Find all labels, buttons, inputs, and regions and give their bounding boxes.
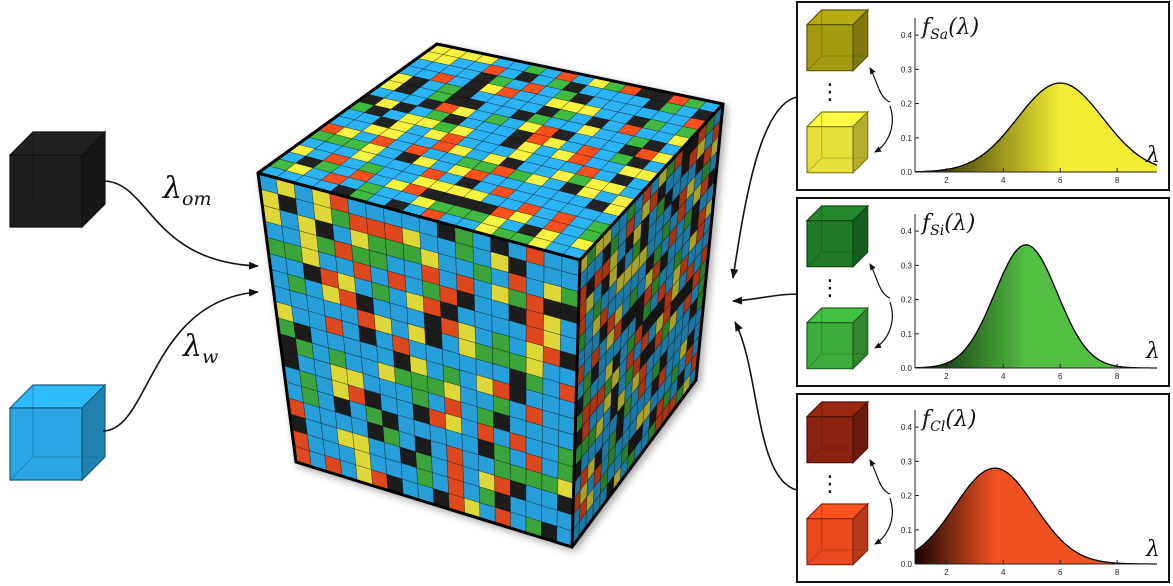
y-tick-label: 0.0 [901,168,913,177]
cube-edges [257,102,725,548]
density-area [915,83,1157,172]
y-tick-label: 0.3 [901,261,913,270]
silt-distribution-panel: ⋮ 0.0 0.1 0.2 0.3 0.4 2 4 6 8 fSi(λ) λ [796,197,1170,387]
y-tick-label: 0.4 [901,227,913,236]
panel-curved-arrow-bottom [874,301,893,349]
y-tick-label: 0.2 [901,492,913,501]
light-red-cube-icon [805,502,870,567]
x-tick-label: 2 [944,176,949,185]
panel-top-cube-edges [806,206,868,268]
cube-silhouette [256,42,725,549]
cube-front-face [257,172,581,548]
chart-title: fSi(λ) [920,211,975,239]
x-axis-label: λ [1145,143,1160,168]
y-tick-label: 0.2 [901,100,913,109]
light-yellow-cube-icon [805,110,870,175]
x-tick-label: 2 [944,372,949,381]
sand-density-chart: 0.0 0.1 0.2 0.3 0.4 2 4 6 8 [901,18,1158,185]
panel-curved-arrow-bottom [874,105,893,153]
y-tick-label: 0.0 [901,560,913,569]
y-tick-label: 0.3 [901,65,913,74]
x-tick-label: 6 [1058,372,1063,381]
panel-top-cube-edges [806,402,868,464]
x-tick-label: 8 [1115,176,1120,185]
chart-title: fCl(λ) [920,407,976,435]
x-axis-label: λ [1145,537,1160,562]
blue-cube-edges [9,385,106,481]
panel-bottom-cube-edges [806,504,868,566]
y-tick-label: 0.1 [901,330,913,339]
blue-cube-icon [8,383,107,482]
clay-arrow [734,321,798,491]
panel-bottom-cube-edges [806,112,868,174]
vertical-ellipsis: ⋮ [819,276,841,301]
panel-curved-arrow-top [869,459,891,495]
x-tick-label: 2 [944,568,949,577]
panel-curved-arrow-bottom [874,497,893,545]
lambda-w-label: λw [182,329,218,368]
y-tick-label: 0.1 [901,134,913,143]
x-tick-label: 4 [1001,372,1006,381]
dark-yellow-cube-icon [805,8,870,73]
cube-outline [256,42,725,549]
black-cube-icon [8,130,107,229]
sand-arrow [730,96,798,279]
x-tick-label: 6 [1058,176,1063,185]
vertical-ellipsis: ⋮ [819,472,841,497]
x-tick-label: 4 [1001,176,1006,185]
panel-bottom-cube-edges [806,308,868,370]
density-area [915,468,1157,564]
cube-right-face [571,103,724,548]
y-tick-label: 0.3 [901,457,913,466]
soil-voxel-cube [256,42,725,549]
x-tick-label: 8 [1115,568,1120,577]
x-tick-label: 8 [1115,372,1120,381]
y-tick-label: 0.4 [901,423,913,432]
om-arrow [102,180,259,270]
panel-curved-arrow-top [869,67,891,103]
lambda-om-label: λom [162,171,211,210]
y-tick-label: 0.4 [901,31,913,40]
clay-distribution-panel: ⋮ 0.0 0.1 0.2 0.3 0.4 2 4 6 8 fCl(λ) λ [796,393,1170,583]
dark-red-cube-icon [805,400,870,465]
dark-green-cube-icon [805,204,870,269]
silt-arrow [732,293,798,305]
y-tick-label: 0.2 [901,296,913,305]
x-axis-label: λ [1145,339,1160,364]
x-tick-label: 6 [1058,568,1063,577]
density-curve [915,82,1158,173]
sand-distribution-panel: ⋮ 0.0 0.1 0.2 0.3 0.4 2 4 6 8 fSa(λ) λ [796,1,1170,191]
silt-density-chart: 0.0 0.1 0.2 0.3 0.4 2 4 6 8 [901,214,1157,381]
cube-top-face [257,43,724,261]
density-area [915,244,1157,368]
chart-title: fSa(λ) [920,15,979,43]
y-tick-label: 0.0 [901,364,913,373]
water-arrow [102,288,259,432]
panel-top-cube-edges [806,10,868,72]
panel-curved-arrow-top [869,263,891,299]
x-tick-label: 4 [1001,568,1006,577]
vertical-ellipsis: ⋮ [819,80,841,105]
light-green-cube-icon [805,306,870,371]
black-cube-edges [9,132,106,228]
clay-density-chart: 0.0 0.1 0.2 0.3 0.4 2 4 6 8 [901,410,1157,577]
y-tick-label: 0.1 [901,526,913,535]
